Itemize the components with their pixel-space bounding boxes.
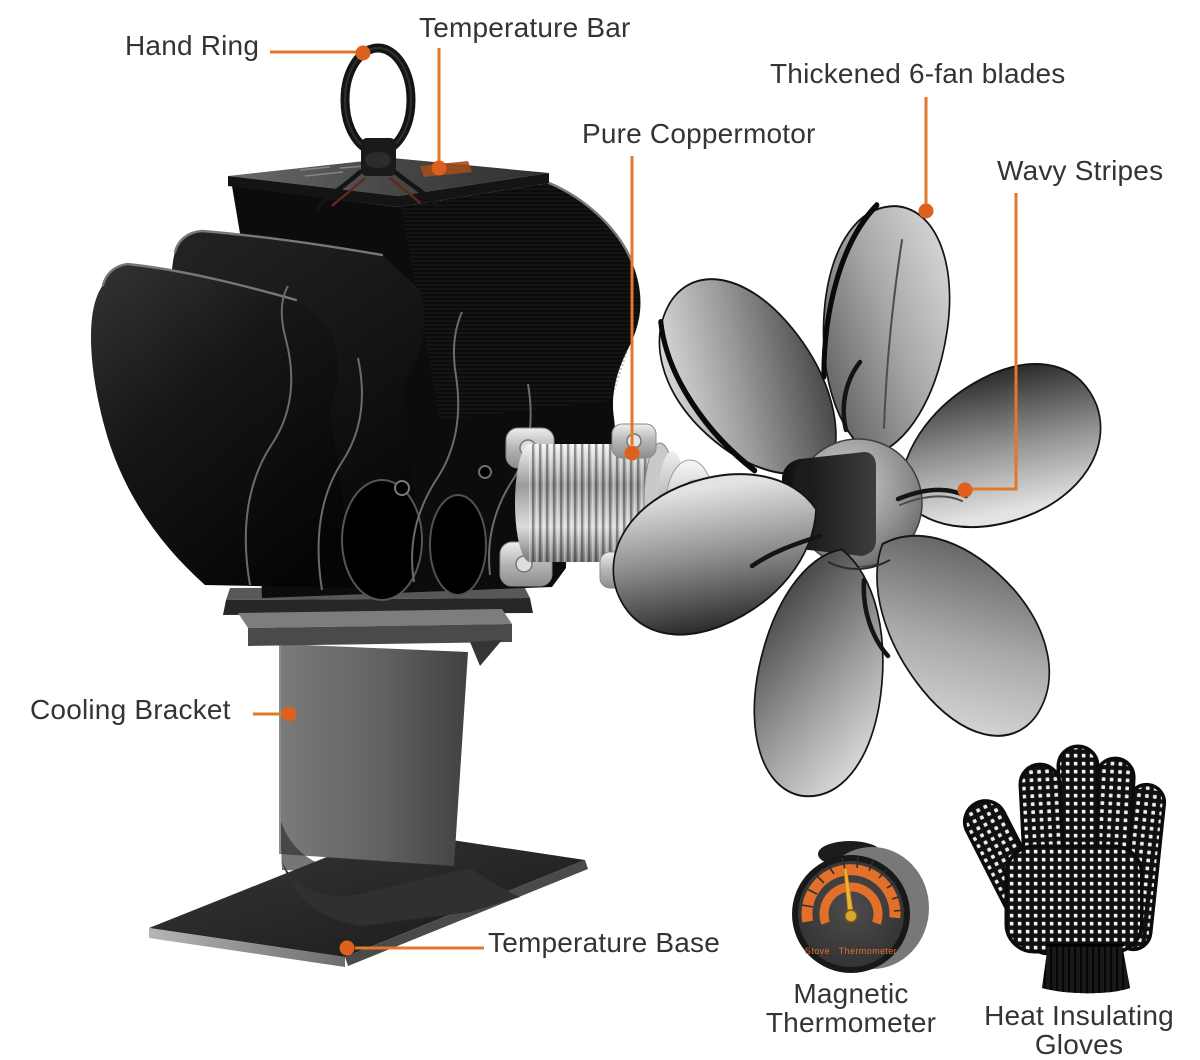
label-hand-ring: Hand Ring [125, 30, 260, 61]
annotations [253, 45, 1018, 956]
label-heat-insulating-gloves-line1: Heat Insulating [984, 1000, 1174, 1031]
heat-insulating-glove-part [962, 744, 1167, 994]
heatsink-body [90, 158, 641, 601]
temperature-base-dot [339, 940, 355, 956]
label-pure-coppermotor: Pure Coppermotor [582, 118, 816, 149]
label-magnetic-thermometer-line2: Thermometer [765, 1007, 937, 1039]
label-magnetic-thermometer-line1: Magnetic [793, 978, 909, 1009]
dial-text: Stove Thermometer [805, 946, 897, 956]
cooling-bracket-part [223, 586, 533, 926]
pure-coppermotor-dot [624, 445, 640, 461]
magnetic-thermometer-part: Stove Thermometer [792, 841, 929, 973]
label-temperature-base: Temperature Base [488, 927, 720, 958]
thickened-blades-dot [918, 203, 934, 219]
label-heat-insulating-gloves: Heat Insulating Gloves [950, 1001, 1200, 1060]
label-heat-insulating-gloves-line2: Gloves [1034, 1029, 1124, 1060]
dial-ticks [801, 856, 906, 912]
label-cooling-bracket: Cooling Bracket [30, 694, 231, 725]
temperature-bar-dot [431, 160, 447, 176]
label-magnetic-thermometer: Magnetic Thermometer [721, 979, 981, 1038]
label-temperature-bar: Temperature Bar [419, 12, 631, 43]
wavy-stripes-dot [957, 482, 973, 498]
cooling-bracket-dot [281, 706, 297, 722]
label-wavy-stripes: Wavy Stripes [997, 155, 1164, 186]
stove-fan-unit [90, 43, 1118, 967]
label-thickened-6-fan-blades: Thickened 6-fan blades [770, 58, 1066, 89]
fan-blades-part [598, 191, 1118, 816]
hand-ring-dot [355, 45, 371, 61]
wavy-stripes-leader-line [972, 193, 1018, 491]
hand-ring-part [315, 43, 440, 211]
